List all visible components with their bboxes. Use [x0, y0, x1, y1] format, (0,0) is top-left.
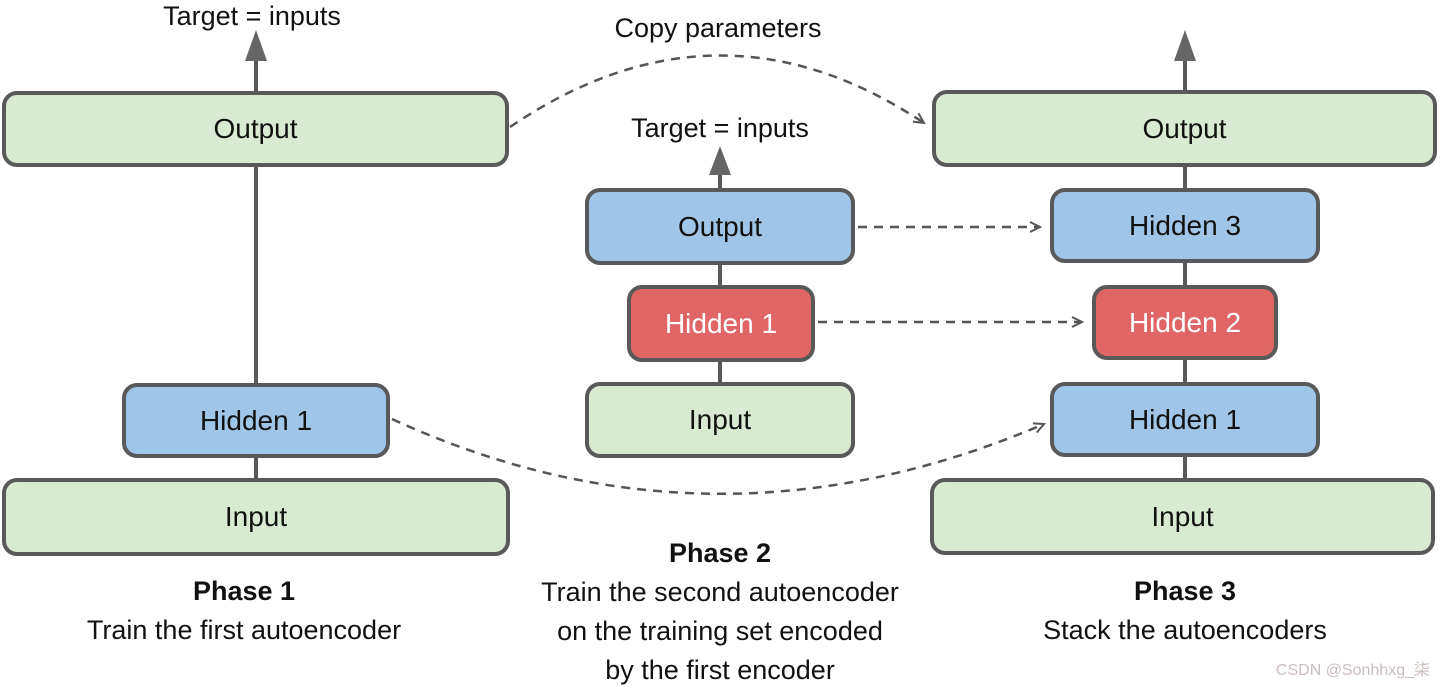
p3-input-box: Input [930, 478, 1435, 555]
p3-input-label: Input [1151, 500, 1214, 532]
phase1-caption: Phase 1 Train the first autoencoder [0, 572, 504, 650]
phase2-caption-title: Phase 2 [668, 538, 772, 568]
p2-input-box: Input [585, 382, 855, 458]
copy-parameters-arc-arrow [509, 54, 926, 129]
phase3-caption: Phase 3 Stack the autoencoders [925, 572, 1440, 650]
csdn-watermark: CSDN @Sonhhxg_柒 [1275, 662, 1430, 679]
p1-hidden1-label: Hidden 1 [199, 404, 313, 436]
p3-hidden1-box: Hidden 1 [1050, 382, 1320, 457]
phase2-caption-line: Train the second autoencoder [541, 577, 899, 607]
p2-input-label: Input [688, 404, 752, 435]
p3-output-box: Output [932, 90, 1437, 167]
phase1-caption-line: Train the first autoencoder [86, 615, 402, 645]
phase1-caption-title: Phase 1 [192, 576, 296, 606]
p3-output-label: Output [1142, 112, 1227, 144]
p3-hidden2-label: Hidden 2 [1128, 306, 1242, 338]
p3-top-arrowhead-icon [1174, 30, 1196, 61]
p2-hidden1-box: Hidden 1 [627, 285, 815, 362]
p1-input-box: Input [2, 478, 510, 556]
p3-hidden3-label: Hidden 3 [1128, 209, 1242, 241]
p1-input-label: Input [224, 501, 288, 532]
p2-target-arrowhead-icon [709, 146, 731, 175]
p2-target-label: Target = inputs [631, 113, 809, 143]
p3-hidden3-box: Hidden 3 [1050, 188, 1320, 263]
p2-output-label: Output [677, 210, 763, 242]
phase3-caption-title: Phase 3 [1133, 576, 1237, 606]
p3-hidden1-label: Hidden 1 [1128, 403, 1242, 435]
copy-parameters-label: Copy parameters [614, 13, 822, 43]
phase2-caption: Phase 2 Train the second autoencoder on … [460, 534, 980, 689]
phase3-caption-line: Stack the autoencoders [1043, 615, 1327, 645]
phase2-caption-line: on the training set encoded [557, 616, 883, 646]
p1-output-label: Output [213, 113, 298, 144]
p2-output-box: Output [585, 188, 855, 265]
p1-target-label: Target = inputs [163, 1, 341, 31]
p3-hidden2-box: Hidden 2 [1092, 285, 1278, 360]
p1-hidden1-box: Hidden 1 [122, 383, 390, 458]
p1-target-arrowhead-icon [245, 30, 267, 61]
phase2-caption-line: by the first encoder [605, 655, 835, 685]
p2-hidden1-label: Hidden 1 [664, 307, 778, 339]
p1-output-box: Output [2, 91, 509, 167]
hidden1-copy-curve-arrow [391, 417, 1047, 495]
